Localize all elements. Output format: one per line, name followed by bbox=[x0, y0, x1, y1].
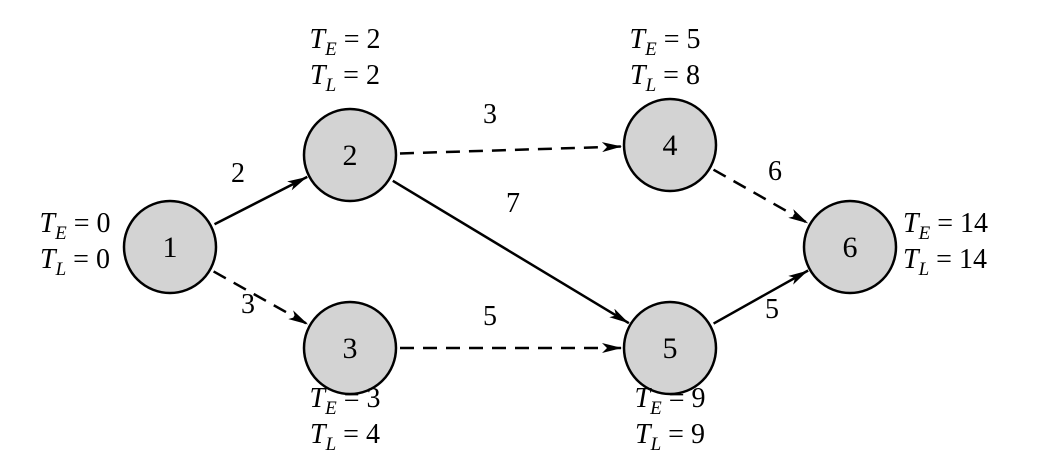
earliest-time-5: TE = 9 bbox=[635, 383, 706, 419]
earliest-time-1: TE = 0 bbox=[40, 208, 111, 244]
node-2: 2 bbox=[302, 107, 398, 203]
node-label-1: 1 bbox=[163, 231, 178, 264]
latest-time-2: TL = 2 bbox=[310, 60, 380, 96]
edges-layer: 2 3 3 7 5 6 5 bbox=[212, 99, 809, 353]
edge-weight-3-5: 5 bbox=[483, 301, 497, 332]
node-circle-1 bbox=[122, 199, 218, 295]
edge-2-5 bbox=[392, 179, 630, 325]
node-times-1: TE = 0TL = 0 bbox=[40, 208, 111, 280]
earliest-time-4: TE = 5 bbox=[630, 24, 701, 60]
node-circle-5 bbox=[622, 300, 718, 396]
edge-weight-5-6: 5 bbox=[765, 294, 779, 325]
earliest-time-6: TE = 14 bbox=[903, 208, 988, 244]
edge-1-3 bbox=[212, 270, 309, 326]
node-5: 5 bbox=[622, 300, 718, 396]
earliest-time-3: TE = 3 bbox=[310, 383, 381, 419]
node-1: 1 bbox=[122, 199, 218, 295]
node-6: 6 bbox=[802, 199, 898, 295]
node-label-4: 4 bbox=[663, 129, 678, 162]
edge-weight-1-2: 2 bbox=[231, 158, 245, 189]
edge-2-4 bbox=[399, 142, 623, 155]
latest-time-3: TL = 4 bbox=[310, 419, 380, 455]
times-layer: TE = 0TL = 0TE = 2TL = 2TE = 3TL = 4TE =… bbox=[40, 24, 988, 455]
node-times-5: TE = 9TL = 9 bbox=[635, 383, 706, 455]
latest-time-6: TL = 14 bbox=[903, 244, 987, 280]
node-circle-4 bbox=[622, 97, 718, 193]
edge-5-6 bbox=[712, 269, 809, 325]
edge-weight-4-6: 6 bbox=[768, 156, 782, 187]
node-label-2: 2 bbox=[343, 139, 358, 172]
latest-time-1: TL = 0 bbox=[40, 244, 110, 280]
latest-time-4: TL = 8 bbox=[630, 60, 700, 96]
node-times-3: TE = 3TL = 4 bbox=[310, 383, 381, 455]
edge-weight-2-5: 7 bbox=[506, 188, 520, 219]
edge-1-2 bbox=[213, 175, 308, 226]
node-circle-3 bbox=[302, 300, 398, 396]
edge-weight-2-4: 3 bbox=[483, 99, 497, 130]
earliest-time-2: TE = 2 bbox=[310, 24, 381, 60]
node-4: 4 bbox=[622, 97, 718, 193]
node-label-6: 6 bbox=[843, 231, 858, 264]
edge-weight-1-3: 3 bbox=[241, 289, 255, 320]
node-circle-6 bbox=[802, 199, 898, 295]
node-times-4: TE = 5TL = 8 bbox=[630, 24, 701, 96]
node-label-3: 3 bbox=[343, 332, 358, 365]
edge-4-6 bbox=[712, 168, 809, 225]
node-times-2: TE = 2TL = 2 bbox=[310, 24, 381, 96]
node-circle-2 bbox=[302, 107, 398, 203]
node-3: 3 bbox=[302, 300, 398, 396]
latest-time-5: TL = 9 bbox=[635, 419, 705, 455]
nodes-layer: 1 2 3 4 5 6 bbox=[122, 97, 898, 396]
node-label-5: 5 bbox=[663, 332, 678, 365]
